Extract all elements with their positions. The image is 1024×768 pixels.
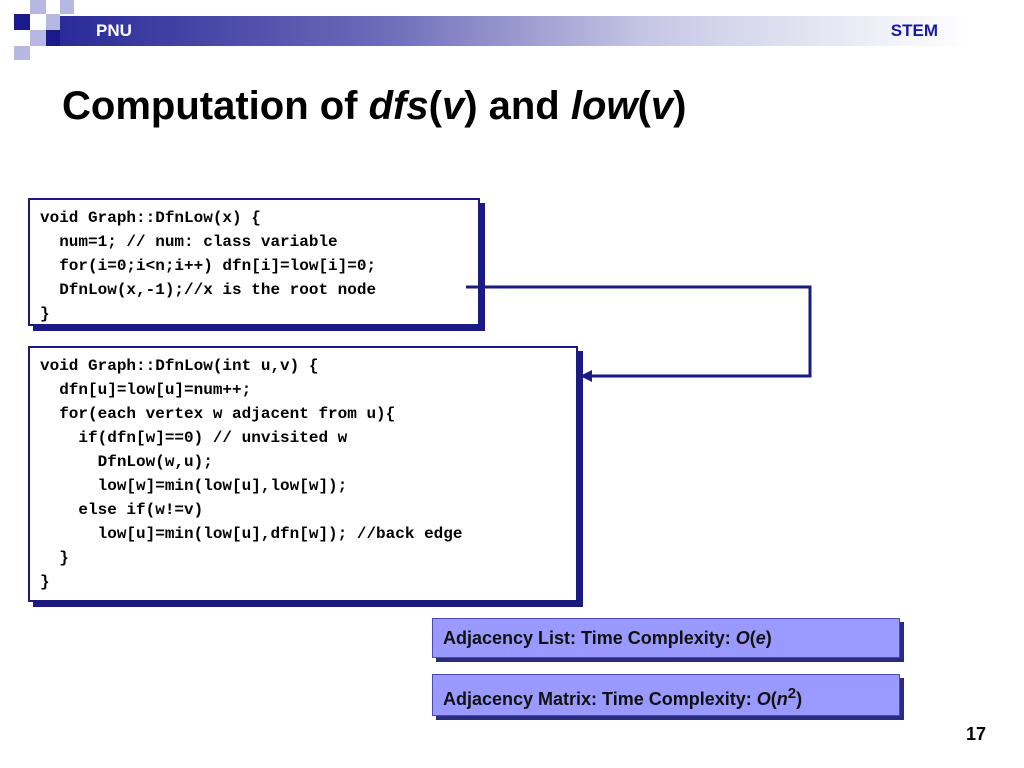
corner-square-5 [46, 30, 60, 46]
corner-square-1 [14, 14, 30, 30]
code-box-dfnlow-root: void Graph::DfnLow(x) { num=1; // num: c… [28, 198, 480, 326]
code-box-dfnlow-recursive: void Graph::DfnLow(int u,v) { dfn[u]=low… [28, 346, 578, 602]
adjacency-matrix-complexity-box: Adjacency Matrix: Time Complexity: O(n2) [432, 674, 900, 716]
header-bar [60, 16, 970, 46]
corner-square-7 [60, 0, 74, 14]
header-right-label: STEM [890, 21, 938, 40]
header-left-label: PNU [96, 21, 132, 40]
page-number: 17 [965, 724, 986, 744]
code-block-1: void Graph::DfnLow(x) { num=1; // num: c… [40, 209, 377, 323]
corner-square-2 [30, 0, 46, 14]
corner-square-4 [30, 30, 46, 46]
slide-title: Computation of dfs(v) and low(v) [62, 84, 687, 128]
code-block-2: void Graph::DfnLow(int u,v) { dfn[u]=low… [40, 357, 463, 591]
adjacency-list-complexity-box: Adjacency List: Time Complexity: O(e) [432, 618, 900, 658]
corner-square-6 [14, 46, 30, 60]
corner-square-3 [46, 14, 60, 30]
